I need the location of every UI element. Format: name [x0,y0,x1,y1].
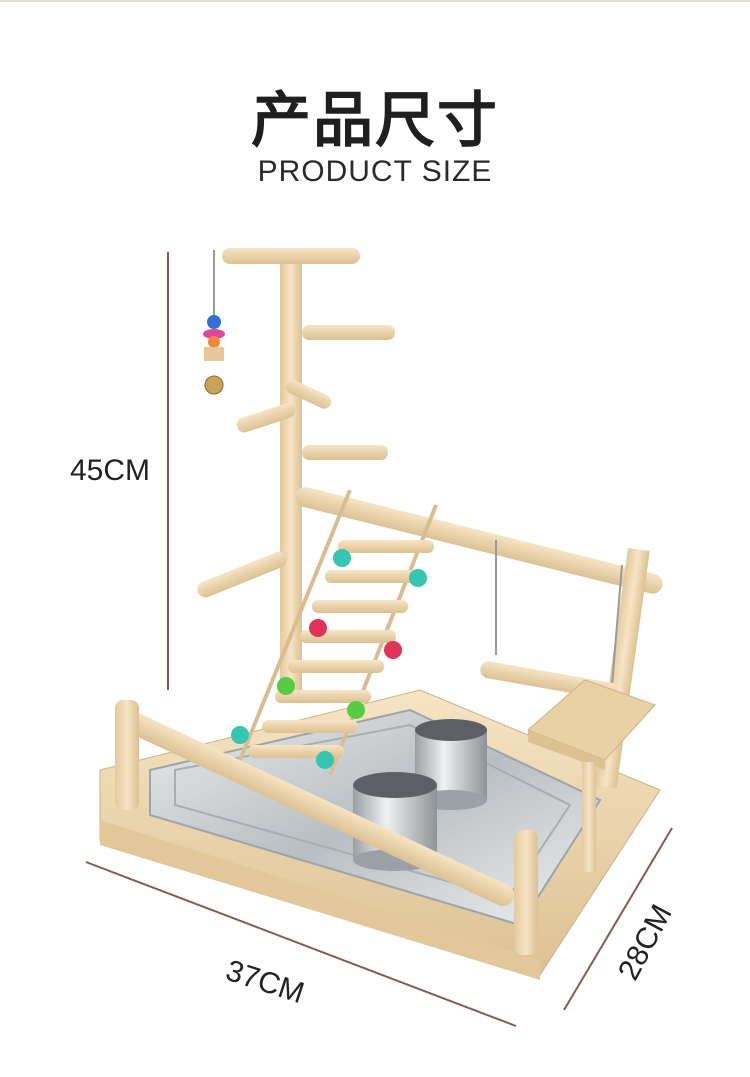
page-subtitle: PRODUCT SIZE [257,155,493,188]
depth-dimension-line [563,827,673,1011]
ladder [231,489,438,776]
top-beam [295,487,663,594]
perch-1 [302,325,395,340]
tray-inner [174,723,572,900]
front-rail [122,711,515,907]
toy-block [204,347,224,361]
perch-4 [302,445,388,460]
width-dimension-line [85,861,517,1027]
base-front-edge [100,820,540,980]
perch-3 [236,403,295,433]
page-title: 产品尺寸 [251,86,499,156]
platform-leg [582,762,596,872]
perch-2 [286,380,332,409]
front-left-post [115,700,139,810]
tree-pole [280,255,302,695]
swing-chain-right [611,564,623,686]
bell-icon [204,375,224,395]
perch-5 [197,551,287,598]
height-dimension-label: 45CM [70,454,151,487]
toy-bead-orange [208,336,220,348]
toy-bead-pink [203,329,225,339]
top-divider [0,0,750,2]
toy-bead-blue [207,315,221,329]
front-right-post [514,830,538,955]
top-perch [222,248,360,264]
